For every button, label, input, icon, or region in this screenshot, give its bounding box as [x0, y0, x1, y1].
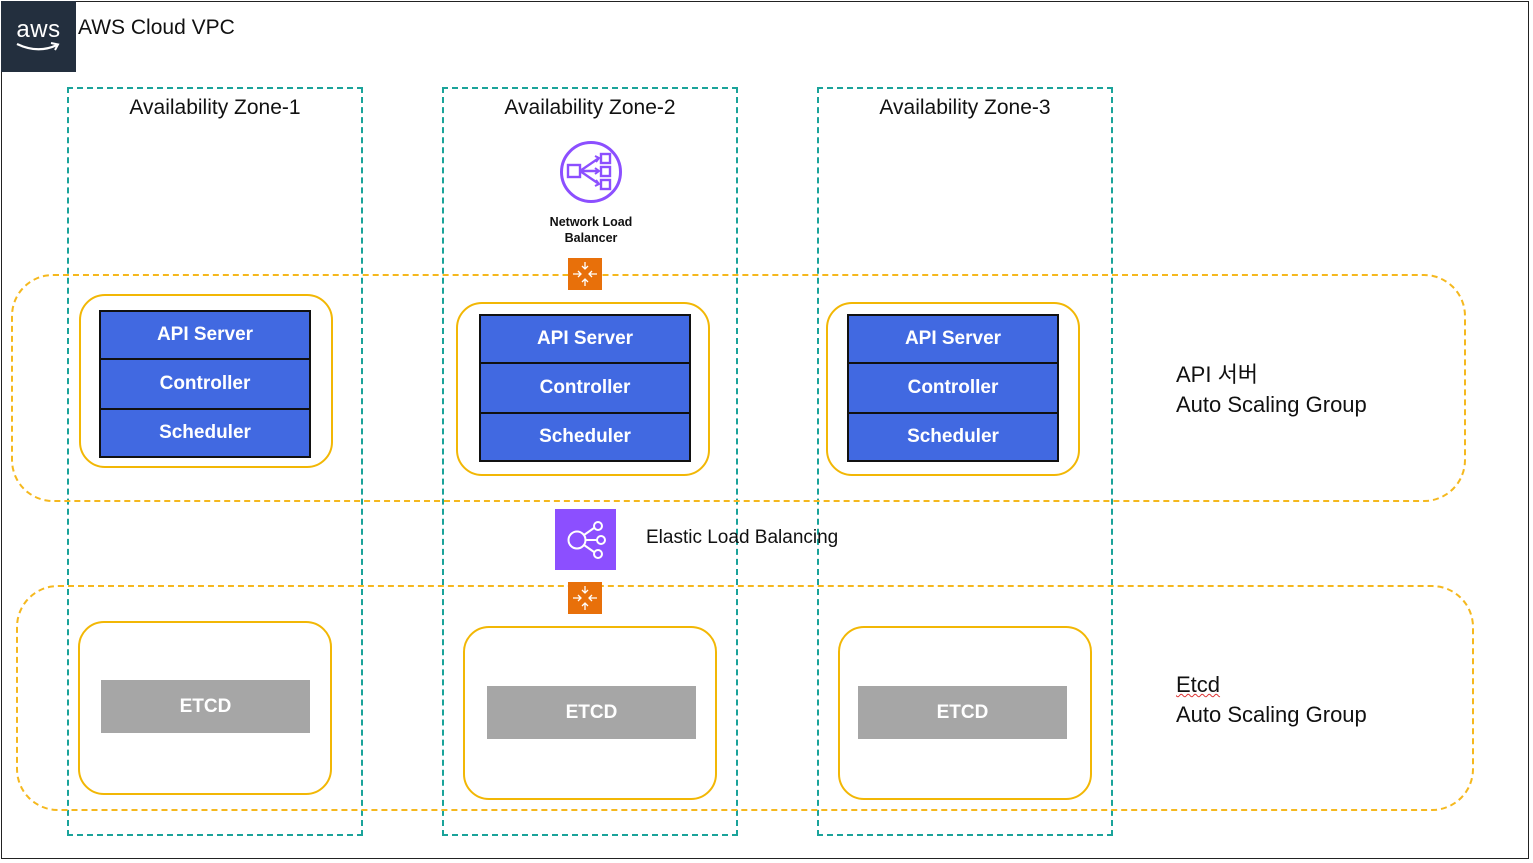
api-server-label: API Server: [481, 316, 689, 364]
router-icon: [568, 258, 602, 290]
availability-zone-3: [817, 87, 1113, 836]
availability-zone-3-title: Availability Zone-3: [879, 96, 1051, 119]
etcd-auto-scaling-group: [16, 585, 1474, 811]
aws-logo-text: aws: [16, 16, 61, 43]
nlb-label-line1: Network Load: [549, 215, 633, 229]
api-asg-label: API 서버 Auto Scaling Group: [1176, 360, 1367, 420]
scheduler-label: Scheduler: [849, 414, 1057, 460]
network-load-balancer-icon: [560, 141, 622, 203]
api-node-2-stack: API Server Controller Scheduler: [479, 314, 691, 462]
etcd-node-1: [78, 621, 332, 795]
elb-label: Elastic Load Balancing: [646, 527, 839, 548]
etcd-node-2: [463, 626, 717, 800]
scheduler-label: Scheduler: [101, 410, 309, 456]
router-icon: [568, 582, 602, 614]
nlb-label-line2: Balancer: [564, 231, 618, 245]
api-server-label: API Server: [101, 312, 309, 360]
availability-zone-2-title: Availability Zone-2: [504, 96, 676, 119]
etcd-asg-label: Etcd Auto Scaling Group: [1176, 670, 1367, 730]
api-server-label: API Server: [849, 316, 1057, 364]
scheduler-label: Scheduler: [481, 414, 689, 460]
elastic-load-balancing-icon: [555, 509, 616, 570]
api-node-2: [456, 302, 710, 476]
vpc-title: AWS Cloud VPC: [78, 16, 235, 39]
api-asg-label-line2: Auto Scaling Group: [1176, 392, 1367, 417]
controller-label: Controller: [101, 360, 309, 410]
controller-label: Controller: [481, 364, 689, 414]
api-node-3-stack: API Server Controller Scheduler: [847, 314, 1059, 462]
api-auto-scaling-group: [11, 274, 1466, 502]
nlb-label: Network Load Balancer: [530, 214, 652, 246]
etcd-node-3: [838, 626, 1092, 800]
availability-zone-1: [67, 87, 363, 836]
aws-logo: aws: [1, 1, 76, 72]
api-node-1: [79, 294, 333, 468]
api-asg-label-line1: API 서버: [1176, 362, 1259, 387]
controller-label: Controller: [849, 364, 1057, 414]
etcd-asg-label-line2: Auto Scaling Group: [1176, 702, 1367, 727]
aws-smile-icon: [16, 42, 60, 51]
etcd-asg-label-line1: Etcd: [1176, 672, 1221, 697]
availability-zone-2: [442, 87, 738, 836]
availability-zone-1-title: Availability Zone-1: [129, 96, 301, 119]
etcd-box: ETCD: [101, 680, 310, 733]
etcd-box: ETCD: [487, 686, 696, 739]
etcd-box: ETCD: [858, 686, 1067, 739]
api-node-3: [826, 302, 1080, 476]
api-node-1-stack: API Server Controller Scheduler: [99, 310, 311, 458]
